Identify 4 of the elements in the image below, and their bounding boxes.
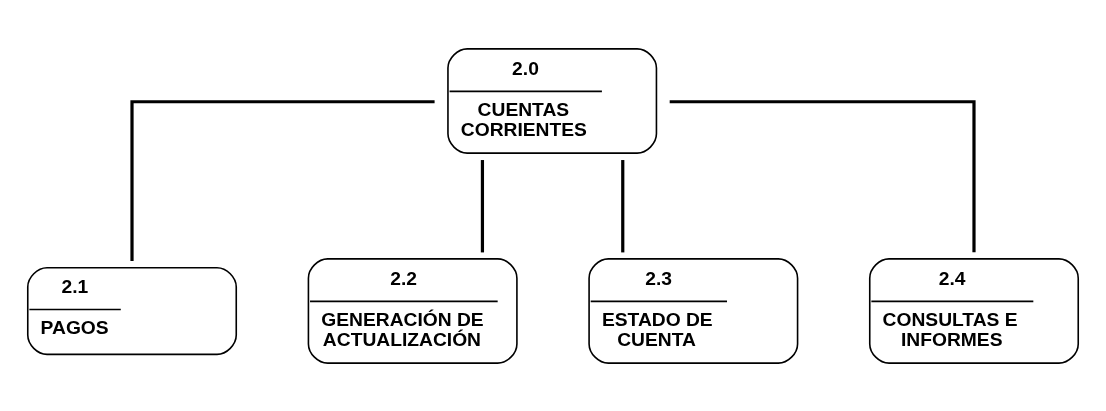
connector bbox=[669, 99, 976, 252]
connector bbox=[621, 159, 625, 252]
connector bbox=[130, 99, 435, 261]
connector bbox=[480, 159, 485, 252]
